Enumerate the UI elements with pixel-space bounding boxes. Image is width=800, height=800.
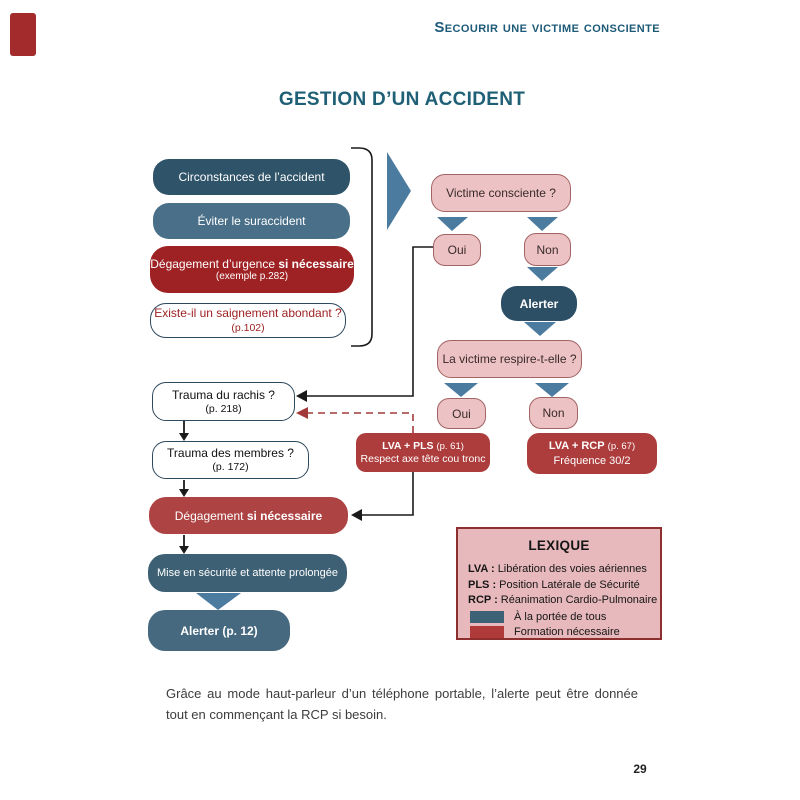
box-line2: Fréquence 30/2 — [553, 455, 631, 467]
box-label: Circonstances de l’accident — [178, 170, 325, 184]
lexique-def: Libération des voies aériennes — [497, 563, 647, 575]
box-text-bold: LVA + RCP — [548, 440, 605, 452]
arrowhead-mise-icon — [179, 546, 189, 554]
box-text: Existe-il un saignement abondant ? — [154, 306, 342, 320]
box-label: Oui — [452, 406, 471, 421]
box-ref: (p. 218) — [205, 402, 242, 415]
lexique-def: Position Latérale de Sécurité — [499, 578, 640, 591]
flow-box-oui-1: Oui — [433, 234, 481, 266]
main-flow-arrow-icon — [387, 152, 411, 230]
page-number: 29 — [633, 762, 647, 776]
lexique-def: Réanimation Cardio-Pulmonaire — [500, 594, 658, 606]
flow-box-degagement-urgence: Dégagement d’urgence si nécessaire (exem… — [150, 246, 354, 293]
lexique-entry: PLS :Position Latérale de Sécurité — [468, 578, 660, 594]
arrowhead-degagement2-icon — [179, 489, 189, 497]
box-label: Trauma du rachis ? — [172, 387, 275, 402]
box-label: Éviter le suraccident — [197, 214, 306, 228]
flow-box-trauma-membres: Trauma des membres ? (p. 172) — [152, 441, 309, 479]
box-ref: (p. 61) — [436, 440, 464, 452]
chapter-header: Secourir une victime consciente — [434, 19, 660, 36]
box-line1: LVA + PLS (p. 61) — [382, 440, 464, 453]
lexique-title: LEXIQUE — [528, 538, 590, 553]
flow-box-oui-2: Oui — [437, 398, 486, 429]
box-line1: Dégagement d’urgence si nécessaire — [150, 257, 354, 271]
flow-box-eviter-suraccident: Éviter le suraccident — [153, 203, 350, 239]
bracket — [351, 147, 373, 347]
wedge-to-oui2-icon — [444, 383, 478, 397]
flow-box-respire: La victime respire-t-elle ? — [437, 340, 582, 378]
box-text-bold: si nécessaire — [278, 256, 354, 271]
box-label: Oui — [447, 243, 467, 257]
flow-box-circonstances: Circonstances de l’accident — [153, 159, 350, 195]
page-title: GESTION D’UN ACCIDENT — [278, 89, 526, 110]
flow-box-alerter-final: Alerter (p. 12) — [148, 610, 290, 651]
box-ref: (p. 67) — [607, 441, 636, 452]
box-ref: (p. 172) — [212, 461, 249, 473]
wedge-to-non1-icon — [527, 217, 558, 231]
box-text: Dégagement d’urgence — [150, 256, 275, 271]
box-label: Alerter (p. 12) — [180, 623, 258, 638]
box-label: Non — [542, 406, 565, 420]
page-edge-tab — [10, 13, 36, 56]
box-label: Mise en sécurité et attente prolongée — [156, 567, 338, 579]
arrowhead-membres-icon — [179, 433, 189, 441]
arrowhead-dashed-icon — [296, 407, 308, 419]
flow-box-mise-en-securite: Mise en sécurité et attente prolongée — [148, 554, 347, 592]
flow-box-lva-rcp: LVA + RCP (p. 67) Fréquence 30/2 — [527, 433, 657, 474]
lexique-abbr: RCP : — [468, 594, 498, 606]
arrowhead-trauma-icon — [296, 390, 307, 402]
legend-row-blue: À la portée de tous — [470, 610, 660, 624]
box-ref: (p.102) — [231, 322, 265, 334]
box-text: Dégagement — [174, 508, 244, 523]
box-subtext: (exemple p.282) — [215, 270, 289, 282]
box-label: Victime consciente ? — [446, 186, 556, 200]
legend-label: Formation nécessaire — [514, 625, 620, 638]
arrowhead-degagement-icon — [351, 509, 362, 521]
lexique-panel: LEXIQUE LVA :Libération des voies aérien… — [456, 527, 662, 640]
connector-lvapls-to-degagement — [360, 472, 414, 516]
box-label: Non — [536, 242, 559, 257]
flow-box-degagement-si-necessaire: Dégagement si nécessaire — [149, 497, 348, 534]
footer-note: Grâce au mode haut-parleur d’un téléphon… — [166, 683, 638, 725]
flow-box-lva-pls: LVA + PLS (p. 61) Respect axe tête cou t… — [356, 433, 490, 472]
footer-line-1: Grâce au mode haut-parleur d’un téléphon… — [166, 686, 638, 701]
box-label: La victime respire-t-elle ? — [442, 352, 577, 366]
wedge-to-respire-icon — [524, 322, 556, 336]
legend-label: À la portée de tous — [514, 610, 607, 623]
footer-line-2: tout en commençant la RCP si besoin. — [166, 707, 387, 722]
flow-box-alerter: Alerter — [501, 286, 577, 321]
box-label: Alerter — [519, 296, 559, 311]
flow-box-victime-consciente: Victime consciente ? — [431, 174, 571, 212]
lexique-entries: LVA :Libération des voies aériennes PLS … — [468, 562, 660, 609]
legend-swatch-red — [470, 625, 504, 638]
box-line1: LVA + RCP (p. 67) — [549, 439, 635, 454]
lexique-entry: RCP :Réanimation Cardio-Pulmonaire — [468, 593, 660, 609]
lexique-abbr: PLS : — [468, 578, 497, 591]
legend-swatch-blue — [470, 610, 504, 623]
box-line1: Existe-il un saignement abondant ? (p.10… — [151, 306, 345, 335]
flow-box-trauma-rachis: Trauma du rachis ? (p. 218) — [152, 382, 295, 421]
legend-row-red: Formation nécessaire — [470, 625, 660, 639]
box-line2: Respect axe tête cou tronc — [360, 452, 486, 465]
box-line1: Dégagement si nécessaire — [175, 509, 322, 523]
flow-box-non-1: Non — [524, 233, 571, 266]
wedge-to-alerter-icon — [527, 267, 558, 281]
box-text-bold: LVA + PLS — [382, 439, 434, 452]
connector-dashed-lvapls-to-trauma — [306, 412, 414, 433]
lexique-entry: LVA :Libération des voies aériennes — [468, 562, 660, 578]
wedge-to-alerter2-icon — [196, 593, 241, 610]
lexique-abbr: LVA : — [468, 563, 495, 575]
wedge-to-oui1-icon — [437, 217, 468, 231]
box-label: Trauma des membres ? — [167, 446, 294, 460]
box-text-bold: si nécessaire — [246, 508, 323, 523]
flow-box-saignement: Existe-il un saignement abondant ? (p.10… — [150, 303, 346, 338]
wedge-to-non2-icon — [535, 383, 569, 397]
flow-box-non-2: Non — [529, 397, 578, 429]
